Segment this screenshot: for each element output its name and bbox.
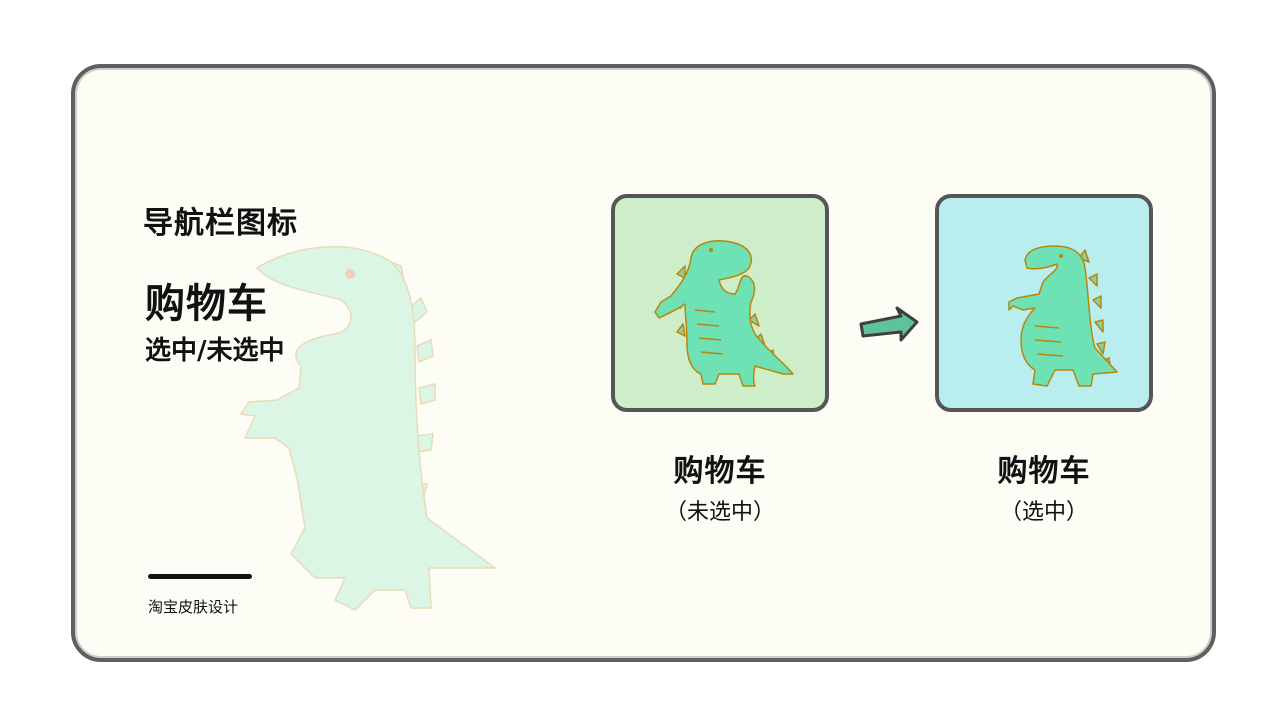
page-title: 购物车 [145, 281, 268, 327]
background-dinosaur-illustration [239, 246, 498, 611]
caption-title: 购物车 [673, 454, 767, 489]
dinosaur-pointing-icon [1008, 245, 1118, 387]
cart-icon-selected-tile [935, 194, 1153, 412]
section-heading: 导航栏图标 [143, 206, 298, 241]
content-card: 导航栏图标 购物车 选中/未选中 淘宝皮肤设计 购物车 [71, 64, 1216, 662]
caption-title: 购物车 [997, 454, 1091, 489]
caption-state: （选中） [999, 500, 1088, 525]
caption-selected: 购物车 （选中） [935, 446, 1153, 526]
footer-divider [148, 574, 252, 579]
page-subtitle: 选中/未选中 [145, 336, 285, 366]
arrow-right-icon [859, 306, 919, 342]
caption-unselected: 购物车 （未选中） [611, 446, 829, 526]
caption-state: （未选中） [664, 500, 775, 525]
dinosaur-waving-icon [654, 240, 794, 387]
footer-caption: 淘宝皮肤设计 [148, 598, 239, 616]
cart-icon-unselected-tile [611, 194, 829, 412]
